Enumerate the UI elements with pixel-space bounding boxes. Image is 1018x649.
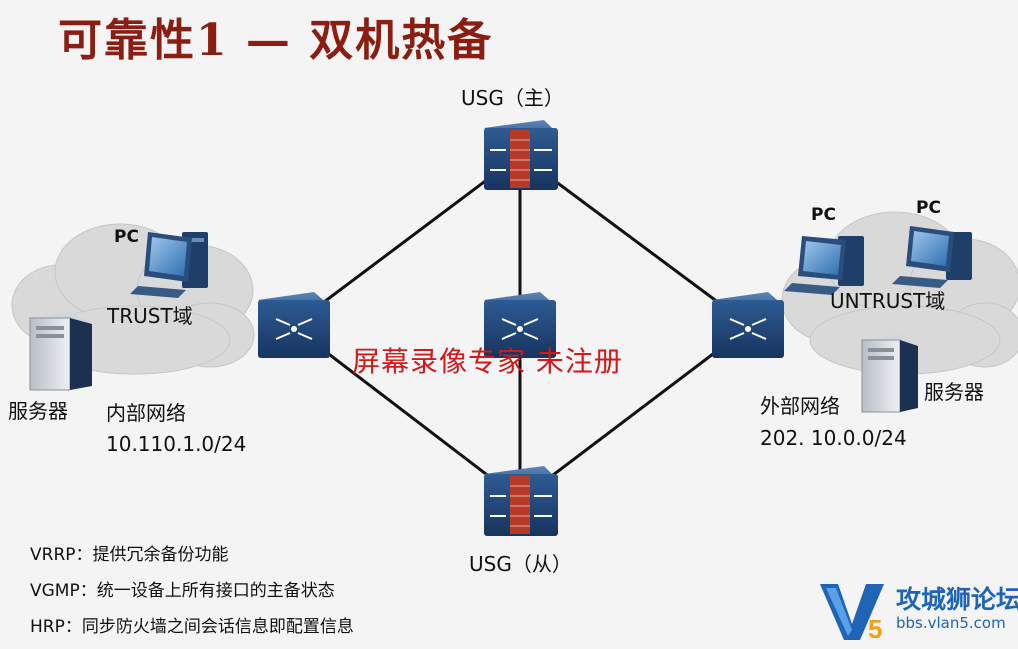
untrust-zone-label: UNTRUST域: [830, 289, 946, 313]
link-right-to-backup: [519, 324, 751, 502]
trust-pc-icon: [130, 232, 208, 298]
site-logo: 5 攻城狮论坛 bbs.vlan5.com: [818, 578, 1018, 644]
untrust-pc1-label: PC: [811, 205, 836, 225]
middle-switch-icon: [484, 292, 556, 358]
link-left-to-master: [291, 153, 521, 328]
logo-url: bbs.vlan5.com: [896, 614, 1006, 632]
v5-logo-icon: 5: [820, 584, 884, 644]
usg-backup-label: USG（从）: [469, 552, 572, 576]
untrust-network-name: 外部网络: [760, 394, 840, 418]
svg-text:5: 5: [868, 614, 882, 644]
untrust-pc2-icon: [892, 226, 972, 288]
logo-name: 攻城狮论坛: [896, 585, 1018, 614]
trust-server-label: 服务器: [8, 399, 68, 423]
usg-backup-icon: [484, 466, 558, 536]
usg-master-icon: [484, 120, 558, 190]
right-switch-icon: [712, 292, 784, 358]
usg-master-label: USG（主）: [461, 86, 564, 110]
link-right-to-master: [519, 153, 751, 328]
legend-hrp: HRP：同步防火墙之间会话信息即配置信息: [30, 617, 354, 637]
legend-vgmp: VGMP：统一设备上所有接口的主备状态: [30, 581, 335, 601]
trust-pc-label: PC: [114, 227, 139, 247]
untrust-server-label: 服务器: [924, 380, 984, 404]
trust-network-cidr: 10.110.1.0/24: [106, 432, 247, 456]
left-switch-icon: [258, 292, 330, 358]
untrust-network-cidr: 202. 10.0.0/24: [760, 426, 907, 450]
watermark-text: 屏幕录像专家 未注册: [352, 345, 623, 378]
trust-server-icon: [29, 312, 92, 391]
trust-zone-label: TRUST域: [107, 304, 193, 328]
legend-vrrp: VRRP：提供冗余备份功能: [30, 545, 229, 565]
page-title: 可靠性1 — 双机热备: [58, 15, 494, 66]
untrust-pc2-label: PC: [916, 198, 941, 218]
untrust-pc1-icon: [784, 236, 864, 295]
untrust-server-icon: [861, 334, 918, 413]
trust-network-name: 内部网络: [106, 401, 186, 425]
